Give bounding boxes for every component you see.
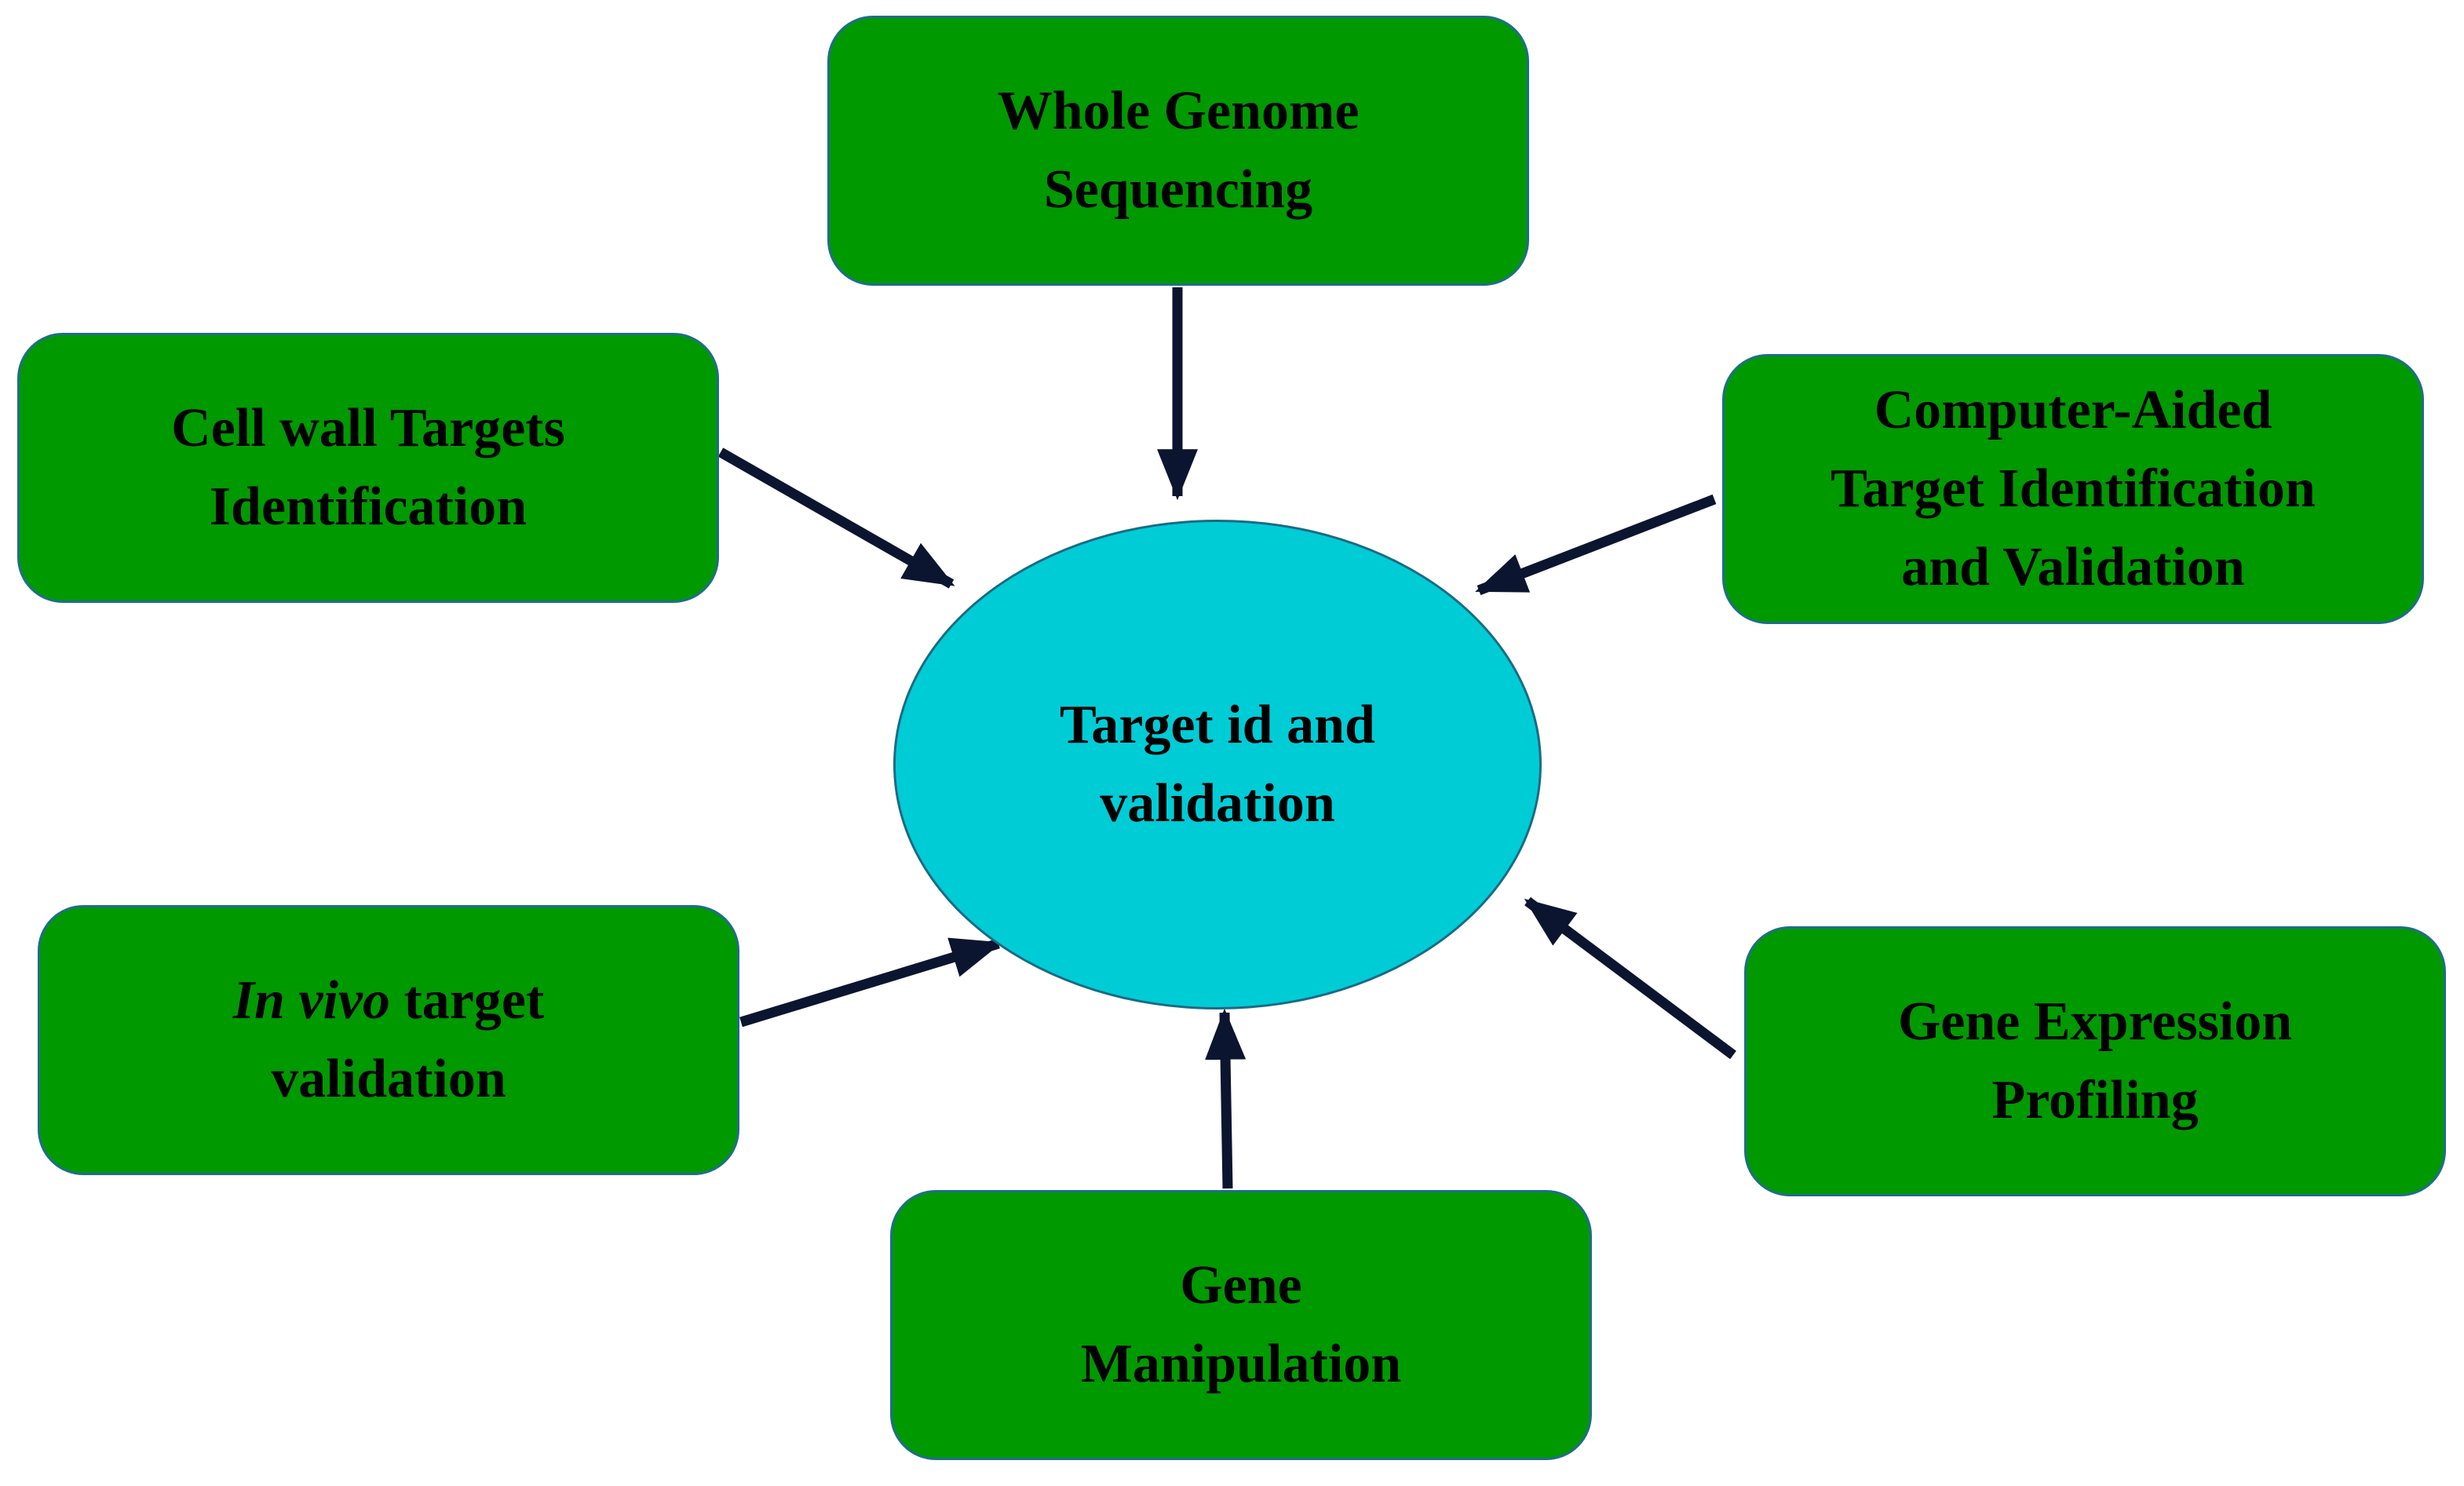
arrow-in-vivo-to-center <box>739 937 1002 1028</box>
node-label-line-2: Identification <box>209 476 527 537</box>
node-whole-genome-sequencing: Whole Genome Sequencing <box>827 16 1529 286</box>
arrow-gene-expression-to-center <box>1524 896 1736 1060</box>
node-label-line-1: Gene Expression <box>1897 991 2293 1052</box>
node-label-line-1: Gene <box>1180 1255 1302 1316</box>
center-label-line-1: Target id and <box>1060 695 1375 755</box>
node-label-line-1: In vivo target <box>233 962 545 1040</box>
node-cell-wall-targets-identification: Cell wall Targets Identification <box>17 333 719 603</box>
node-gene-expression-profiling: Gene Expression Profiling <box>1744 926 2446 1196</box>
node-label-line-1: Computer-Aided <box>1874 380 2272 440</box>
node-label-rest: target <box>390 970 545 1031</box>
center-node-target-id-validation: Target id and validation <box>893 520 1542 1010</box>
arrow-computer-aided-to-center <box>1475 494 1717 596</box>
node-computer-aided-target-identification: Computer-Aided Target Identification and… <box>1722 354 2424 624</box>
center-label-line-2: validation <box>1100 773 1335 834</box>
node-label-line-2: Target Identification <box>1831 458 2316 519</box>
node-label-line-2: Manipulation <box>1080 1334 1402 1394</box>
node-gene-manipulation: Gene Manipulation <box>890 1190 1592 1460</box>
node-label-line-1: Cell wall Targets <box>171 398 565 458</box>
node-label-line-1: Whole Genome <box>997 81 1360 141</box>
node-in-vivo-target-validation: In vivo target validation <box>38 905 739 1175</box>
arrow-cell-wall-to-center <box>717 447 955 589</box>
node-label-italic: In vivo <box>232 970 390 1031</box>
node-label-line-2: Sequencing <box>1043 159 1313 220</box>
arrow-gene-manipulation-to-center <box>1205 1008 1247 1189</box>
node-label-line-3: and Validation <box>1901 537 2245 597</box>
node-label-line-2: validation <box>271 1049 506 1109</box>
node-label-line-2: Profiling <box>1991 1070 2199 1130</box>
